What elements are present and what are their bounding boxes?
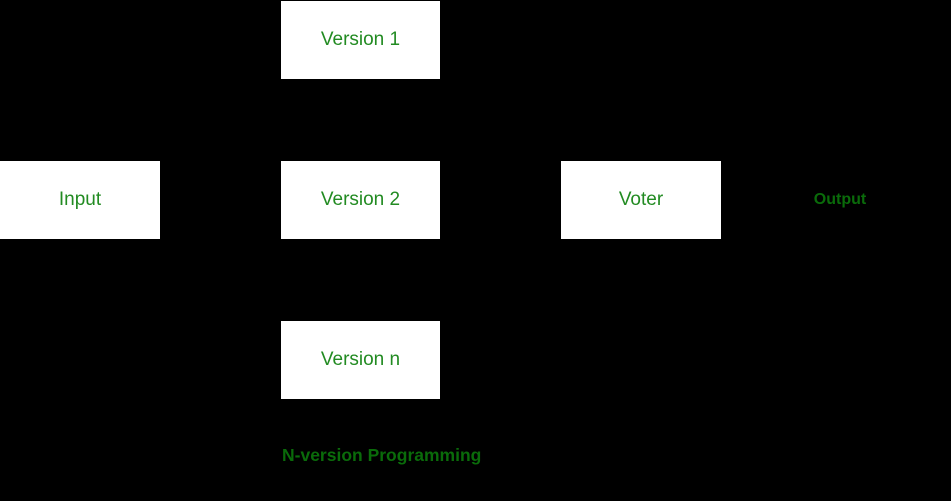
diagram-caption: N-version Programming xyxy=(282,445,482,465)
node-input: Input xyxy=(0,161,160,239)
node-version-n-label: Version n xyxy=(320,349,401,370)
node-version-n: Version n xyxy=(281,321,440,399)
node-voter-label: Voter xyxy=(618,189,664,210)
node-version-2: Version 2 xyxy=(281,161,440,239)
node-version-1: Version 1 xyxy=(281,1,440,79)
node-input-label: Input xyxy=(58,189,102,210)
output-text: Output xyxy=(813,191,867,208)
node-version-2-label: Version 2 xyxy=(320,189,401,210)
node-version-1-label: Version 1 xyxy=(320,29,401,50)
node-voter: Voter xyxy=(561,161,721,239)
